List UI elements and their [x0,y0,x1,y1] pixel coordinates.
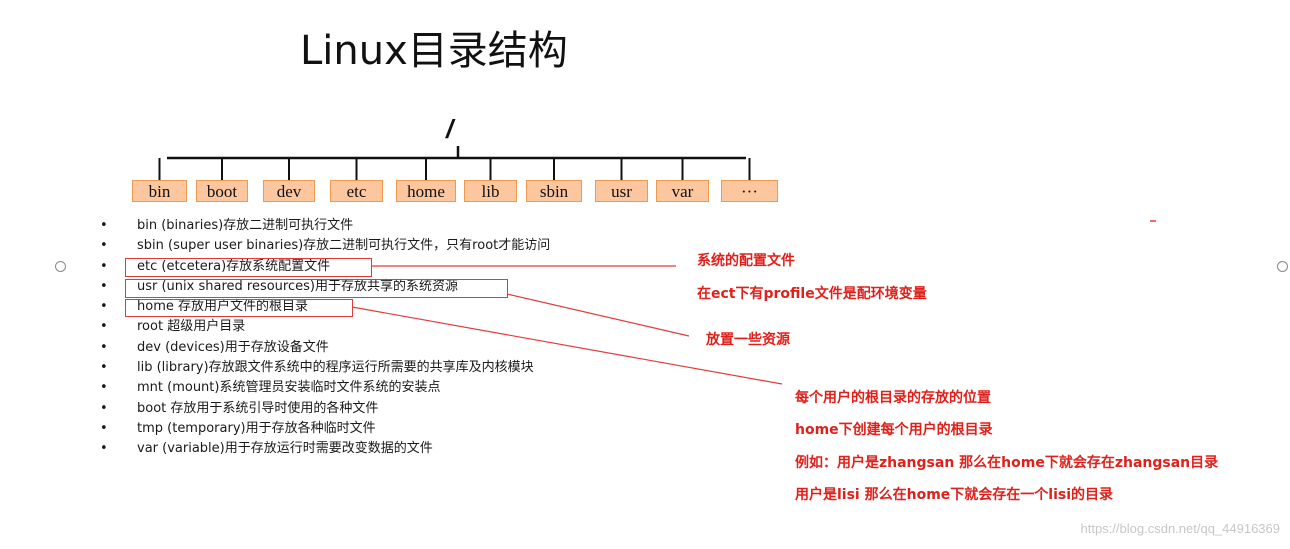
home-note-example-lisi: 用户是lisi 那么在home下就会存在一个lisi的目录 [795,487,1113,503]
description-etc: etc (etcetera)存放系统配置文件 [137,258,331,274]
dir-box-boot: boot [196,180,248,202]
home-note-location: 每个用户的根目录的存放的位置 [795,390,991,406]
description-dev: dev (devices)用于存放设备文件 [137,339,329,355]
watermark: https://blog.csdn.net/qq_44916369 [1080,521,1281,536]
usr-note: 放置一些资源 [706,332,790,348]
home-note-example-zhangsan: 例如：用户是zhangsan 那么在home下就会存在zhangsan目录 [795,455,1219,471]
dir-box-etc: etc [330,180,383,202]
description-var: var (variable)用于存放运行时需要改变数据的文件 [137,441,433,457]
dir-box-more: ··· [721,180,778,202]
usr-highlight-box [125,279,508,298]
description-tmp: tmp (temporary)用于存放各种临时文件 [137,420,376,436]
root-directory-label: / [446,114,454,144]
bullet-icon: • [100,238,108,254]
dir-box-lib: lib [464,180,517,202]
bullet-icon: • [100,258,108,274]
dir-box-var: var [656,180,709,202]
description-bin: bin (binaries)存放二进制可执行文件 [137,218,354,233]
description-home: home 存放用户文件的根目录 [137,299,308,315]
description-mnt: mnt (mount)系统管理员安装临时文件系统的安装点 [137,380,441,396]
etc-note-config: 系统的配置文件 [697,253,795,269]
slide-handle-right-icon[interactable] [1277,261,1288,272]
dir-box-dev: dev [263,180,315,202]
dir-box-home: home [396,180,456,202]
bullet-icon: • [100,441,108,457]
home-connector-line [351,306,783,385]
bullet-icon: • [100,380,108,396]
description-sbin: sbin (super user binaries)存放二进制可执行文件，只有r… [137,238,551,254]
bullet-icon: • [100,319,108,335]
description-boot: boot 存放用于系统引导时使用的各种文件 [137,400,379,416]
dir-box-usr: usr [595,180,648,202]
bullet-icon: • [100,299,108,315]
etc-note-profile: 在ect下有profile文件是配环境变量 [697,286,927,302]
dir-box-sbin: sbin [526,180,582,202]
home-highlight-box [125,299,353,317]
description-lib: lib (library)存放跟文件系统中的程序运行所需要的共享库及内核模块 [137,360,534,376]
description-usr: usr (unix shared resources)用于存放共享的系统资源 [137,278,458,294]
usr-connector-line [506,293,690,337]
bullet-icon: • [100,218,108,233]
dir-box-bin: bin [132,180,187,202]
bullet-icon: • [100,339,108,355]
bullet-icon: • [100,420,108,436]
bullet-icon: • [100,400,108,416]
bullet-icon: • [100,360,108,376]
description-root: root 超级用户目录 [137,319,246,335]
slide-handle-left-icon[interactable] [55,261,66,272]
bullet-icon: • [100,278,108,294]
home-note-create: home下创建每个用户的根目录 [795,422,993,438]
etc-highlight-box [125,258,372,277]
page-title: Linux目录结构 [300,28,568,74]
